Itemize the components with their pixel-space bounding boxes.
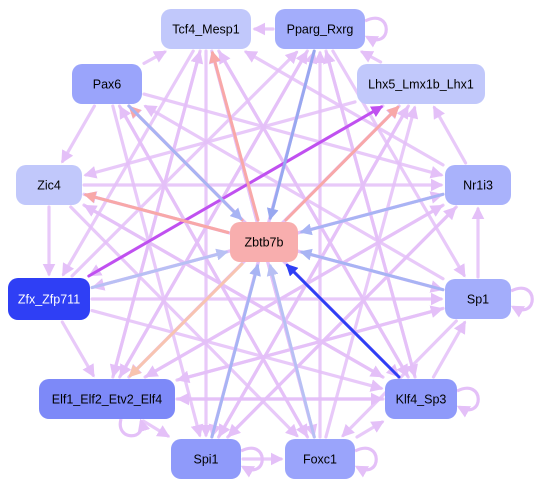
node-spi1[interactable]: Spi1 bbox=[171, 439, 241, 479]
node-box bbox=[445, 279, 511, 319]
node-label: Tcf4_Mesp1 bbox=[172, 23, 239, 37]
node-label: Pax6 bbox=[93, 78, 122, 92]
self-loop-foxc1 bbox=[354, 446, 378, 478]
edge-elf1-to-pparg bbox=[118, 50, 308, 379]
node-box bbox=[16, 165, 82, 205]
edge-sp1-to-zbtb7b bbox=[299, 248, 445, 292]
node-label: Pparg_Rxrg bbox=[287, 23, 354, 37]
edge-foxc1-to-zbtb7b bbox=[266, 263, 316, 439]
node-elf1[interactable]: Elf1_Elf2_Etv2_Elf4 bbox=[39, 379, 175, 419]
node-tcf4[interactable]: Tcf4_Mesp1 bbox=[161, 9, 251, 49]
node-label: Elf1_Elf2_Etv2_Elf4 bbox=[52, 393, 163, 407]
node-box bbox=[445, 165, 511, 205]
edge-foxc1-to-lhx5 bbox=[324, 105, 419, 439]
node-label: Spi1 bbox=[193, 453, 218, 467]
node-label: Foxc1 bbox=[303, 453, 337, 467]
node-box bbox=[8, 278, 90, 320]
node-sp1[interactable]: Sp1 bbox=[445, 279, 511, 319]
edge-klf4-to-tcf4 bbox=[218, 50, 410, 379]
edge-nr1i3-to-zbtb7b bbox=[299, 192, 445, 236]
edge-klf4-to-sp1 bbox=[431, 320, 467, 379]
edge-pparg-to-zbtb7b bbox=[266, 49, 316, 221]
node-box bbox=[39, 379, 175, 419]
edge-elf1-to-nr1i3 bbox=[143, 204, 444, 379]
node-foxc1[interactable]: Foxc1 bbox=[285, 439, 355, 479]
edge-zbtb7b-to-elf1 bbox=[128, 262, 244, 378]
self-loop-layer bbox=[118, 16, 534, 478]
node-label: Zfx_Zfp711 bbox=[18, 293, 80, 307]
node-zbtb7b[interactable]: Zbtb7b bbox=[230, 222, 298, 262]
node-box bbox=[230, 222, 298, 262]
edge-spi1-to-lhx5 bbox=[217, 105, 409, 439]
node-pparg[interactable]: Pparg_Rxrg bbox=[275, 9, 365, 49]
edge-zbtb7b-to-lhx5 bbox=[284, 105, 400, 222]
node-lhx5[interactable]: Lhx5_Lmx1b_Lhx1 bbox=[357, 64, 485, 104]
node-label: Zic4 bbox=[37, 179, 61, 193]
node-box bbox=[385, 379, 457, 419]
edge-pax6-to-tcf4 bbox=[142, 50, 167, 66]
edge-zfx-to-zbtb7b bbox=[90, 248, 229, 290]
edge-pax6-to-zic4 bbox=[60, 104, 97, 164]
edge-zfx-to-pparg bbox=[70, 50, 299, 278]
node-zfx[interactable]: Zfx_Zfp711 bbox=[8, 278, 90, 320]
edge-zfx-to-elf1 bbox=[60, 320, 95, 378]
node-box bbox=[161, 9, 251, 49]
self-loop-klf4 bbox=[456, 386, 480, 418]
edge-elf1-to-sp1 bbox=[175, 305, 444, 382]
node-nr1i3[interactable]: Nr1i3 bbox=[445, 165, 511, 205]
node-box bbox=[275, 9, 365, 49]
edge-spi1-to-zbtb7b bbox=[210, 263, 261, 439]
edge-elf1-to-spi1 bbox=[141, 419, 171, 438]
edge-pax6-to-zbtb7b bbox=[127, 104, 243, 221]
edge-lhx5-to-zic4 bbox=[83, 100, 357, 179]
edge-zfx-to-lhx5 bbox=[87, 105, 384, 278]
node-box bbox=[72, 64, 142, 104]
node-label: Lhx5_Lmx1b_Lhx1 bbox=[368, 78, 474, 92]
self-loop-pparg bbox=[364, 16, 388, 48]
node-label: Klf4_Sp3 bbox=[396, 393, 447, 407]
node-label: Zbtb7b bbox=[245, 236, 284, 250]
node-label: Sp1 bbox=[467, 293, 489, 307]
node-pax6[interactable]: Pax6 bbox=[72, 64, 142, 104]
node-zic4[interactable]: Zic4 bbox=[16, 165, 82, 205]
edge-sp1-to-pax6 bbox=[143, 104, 445, 281]
self-loop-elf1 bbox=[118, 418, 151, 438]
self-loop-sp1 bbox=[510, 286, 534, 318]
edge-klf4-to-zic4 bbox=[83, 204, 385, 379]
edge-zbtb7b-to-zic4 bbox=[83, 191, 230, 234]
edge-foxc1-to-pax6 bbox=[118, 105, 310, 439]
node-box bbox=[171, 439, 241, 479]
edge-lhx5-to-pparg bbox=[359, 50, 383, 64]
edge-zbtb7b-to-tcf4 bbox=[209, 50, 260, 222]
node-box bbox=[357, 64, 485, 104]
edge-nr1i3-to-lhx5 bbox=[432, 105, 468, 165]
node-box bbox=[285, 439, 355, 479]
node-klf4[interactable]: Klf4_Sp3 bbox=[385, 379, 457, 419]
self-loop-spi1 bbox=[240, 446, 264, 478]
edge-foxc1-to-klf4 bbox=[355, 420, 385, 439]
edge-klf4-to-zbtb7b bbox=[285, 263, 401, 379]
node-label: Nr1i3 bbox=[463, 179, 493, 193]
